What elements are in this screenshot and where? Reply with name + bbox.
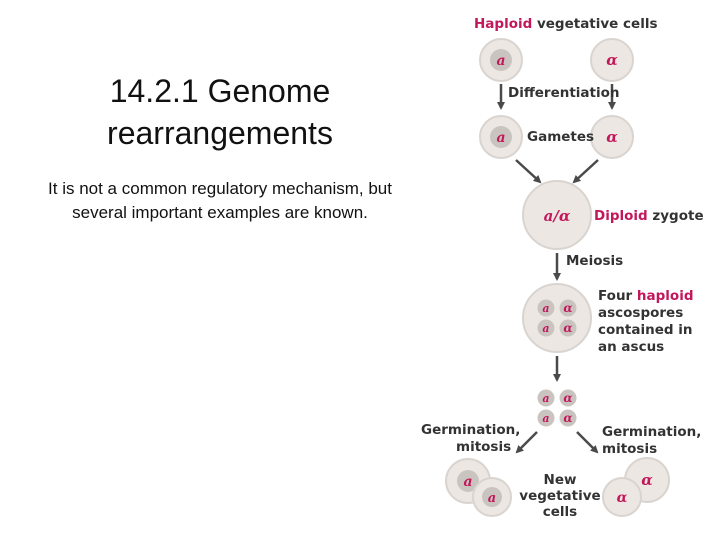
- ascospores-label: Four haploid ascospores contained in an …: [598, 288, 694, 355]
- svg-text:α: α: [606, 51, 618, 69]
- free-spores: a α a α: [537, 389, 577, 427]
- svg-text:cells: cells: [543, 504, 577, 520]
- diploid-zygote-cell: a/α: [522, 180, 592, 250]
- new-vegetative-cells-label: New vegetative cells: [519, 472, 600, 520]
- meiosis-label: Meiosis: [566, 253, 623, 269]
- germination-arrow-right: [576, 431, 599, 454]
- ascus-cell: a α a α: [522, 283, 592, 353]
- germination-label-left: Germination, mitosis: [421, 422, 520, 455]
- slide-body-text: It is not a common regulatory mechanism,…: [48, 179, 392, 222]
- gametes-label: Gametes: [527, 129, 594, 145]
- svg-text:α: α: [563, 301, 572, 315]
- germination-label-right: Germination, mitosis: [602, 424, 701, 457]
- svg-text:α: α: [606, 128, 618, 146]
- svg-text:a: a: [542, 392, 549, 405]
- svg-text:Germination,: Germination,: [421, 422, 520, 438]
- svg-text:a: a: [488, 491, 496, 506]
- gamete-cell-a: a: [479, 115, 523, 159]
- germination-arrow-left: [515, 431, 538, 454]
- svg-text:a: a: [542, 412, 549, 425]
- svg-text:mitosis: mitosis: [602, 441, 657, 457]
- svg-text:α: α: [617, 490, 628, 506]
- new-cells-alpha: α α: [602, 457, 670, 517]
- svg-text:vegetative: vegetative: [519, 488, 600, 504]
- svg-text:contained in: contained in: [598, 322, 692, 338]
- svg-text:α: α: [563, 411, 572, 425]
- svg-text:α: α: [563, 321, 572, 335]
- svg-text:α: α: [641, 471, 653, 489]
- svg-text:a: a: [496, 130, 505, 146]
- slide-title: 14.2.1 Genome rearrangements: [107, 73, 333, 151]
- svg-text:a: a: [496, 53, 505, 69]
- gamete-cell-alpha: α: [590, 115, 634, 159]
- svg-text:a: a: [542, 322, 549, 335]
- new-cells-a: a a: [445, 458, 512, 517]
- svg-text:a/α: a/α: [544, 207, 571, 225]
- svg-text:α: α: [563, 391, 572, 405]
- svg-text:a: a: [463, 474, 472, 490]
- svg-text:a: a: [542, 302, 549, 315]
- fusion-arrow-right: [572, 159, 599, 184]
- svg-text:Germination,: Germination,: [602, 424, 701, 440]
- svg-text:mitosis: mitosis: [456, 439, 511, 455]
- svg-text:an ascus: an ascus: [598, 339, 664, 355]
- svg-text:New: New: [544, 472, 577, 488]
- differentiation-label: Differentiation: [508, 85, 620, 101]
- haploid-cell-alpha: α: [590, 38, 634, 82]
- fusion-arrow-left: [515, 159, 542, 184]
- svg-text:ascospores: ascospores: [598, 305, 683, 321]
- diploid-zygote-label: Diploid zygote: [594, 208, 704, 224]
- svg-text:Four haploid: Four haploid: [598, 288, 694, 304]
- haploid-vegetative-label: Haploid vegetative cells: [474, 16, 658, 32]
- haploid-cell-a: a: [479, 38, 523, 82]
